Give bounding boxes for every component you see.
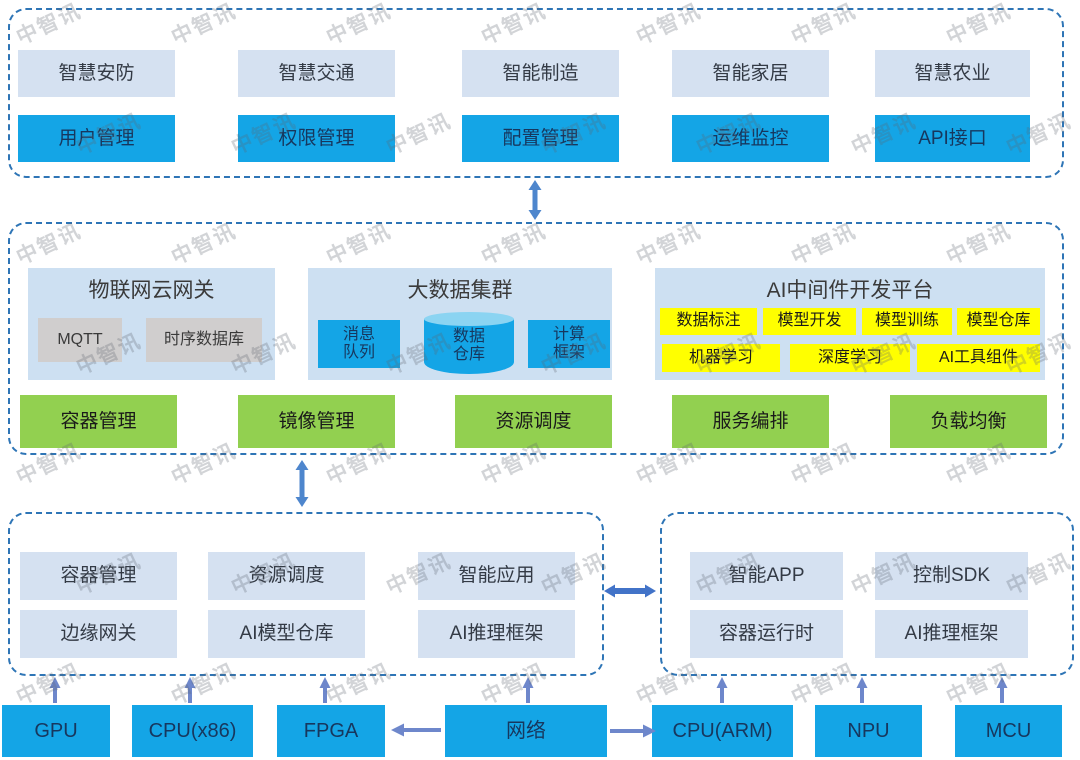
app-service-box: 运维监控: [672, 115, 829, 162]
cylinder-body: [424, 319, 514, 374]
platform-layer-panel: 物联网云网关 MQTT 时序数据库 大数据集群 消息 队列 数据 仓库 计算 框…: [8, 222, 1064, 455]
double-arrow-edge-left-right: [604, 584, 656, 598]
application-layer-panel: 智慧安防 智慧交通 智能制造 智能家居 智慧农业 用户管理 权限管理 配置管理 …: [8, 8, 1064, 178]
compute-framework-box: 计算 框架: [528, 320, 610, 368]
edge-box: 边缘网关: [20, 610, 177, 658]
mqtt-box: MQTT: [38, 318, 122, 362]
bigdata-cluster-group: 大数据集群 消息 队列 数据 仓库 计算 框架: [308, 268, 612, 380]
edge-box: 控制SDK: [875, 552, 1028, 600]
ai-module-box: 模型仓库: [957, 308, 1040, 335]
hardware-box: NPU: [815, 705, 922, 757]
platform-service-box: 服务编排: [672, 395, 829, 448]
app-service-box: 配置管理: [462, 115, 619, 162]
edge-box: 容器管理: [20, 552, 177, 600]
edge-box: AI模型仓库: [208, 610, 365, 658]
hardware-box: GPU: [2, 705, 110, 757]
hardware-box: FPGA: [277, 705, 385, 757]
iot-gateway-title: 物联网云网关: [88, 279, 215, 302]
iot-gateway-group: 物联网云网关 MQTT 时序数据库: [28, 268, 275, 380]
cylinder-top-ellipse: [424, 312, 514, 326]
edge-layer-left-panel: 容器管理 资源调度 智能应用 边缘网关 AI模型仓库 AI推理框架: [8, 512, 604, 676]
platform-service-box: 容器管理: [20, 395, 177, 448]
double-arrow-app-platform: [528, 180, 542, 220]
edge-box: 智能APP: [690, 552, 843, 600]
ai-module-box: AI工具组件: [917, 344, 1040, 372]
bigdata-cluster-title: 大数据集群: [407, 279, 513, 302]
app-service-box: 权限管理: [238, 115, 395, 162]
hardware-box: MCU: [955, 705, 1062, 757]
app-box: 智能制造: [462, 50, 619, 97]
edge-box: AI推理框架: [418, 610, 575, 658]
app-box: 智能家居: [672, 50, 829, 97]
message-queue-box: 消息 队列: [318, 320, 400, 368]
app-box: 智慧安防: [18, 50, 175, 97]
platform-service-box: 镜像管理: [238, 395, 395, 448]
timeseries-db-box: 时序数据库: [146, 318, 262, 362]
edge-box: AI推理框架: [875, 610, 1028, 658]
hardware-box: CPU(ARM): [652, 705, 793, 757]
ai-module-box: 深度学习: [790, 344, 910, 372]
edge-box: 智能应用: [418, 552, 575, 600]
app-service-box: API接口: [875, 115, 1030, 162]
hardware-up-arrows: [49, 677, 1008, 703]
platform-service-box: 资源调度: [455, 395, 612, 448]
app-service-box: 用户管理: [18, 115, 175, 162]
ai-platform-title: AI中间件开发平台: [766, 279, 934, 302]
data-warehouse-cylinder: 数据 仓库: [424, 312, 514, 374]
app-box: 智慧交通: [238, 50, 395, 97]
hardware-box: CPU(x86): [132, 705, 253, 757]
edge-box: 资源调度: [208, 552, 365, 600]
ai-module-box: 模型开发: [763, 308, 856, 335]
ai-module-box: 模型训练: [862, 308, 952, 335]
edge-layer-right-panel: 智能APP 控制SDK 容器运行时 AI推理框架: [660, 512, 1074, 676]
hardware-box: 网络: [445, 705, 607, 757]
edge-box: 容器运行时: [690, 610, 843, 658]
ai-platform-group: AI中间件开发平台 数据标注 模型开发 模型训练 模型仓库 机器学习 深度学习 …: [655, 268, 1045, 380]
ai-module-box: 机器学习: [662, 344, 780, 372]
ai-module-box: 数据标注: [660, 308, 757, 335]
app-box: 智慧农业: [875, 50, 1030, 97]
platform-service-box: 负载均衡: [890, 395, 1047, 448]
double-arrow-platform-edge: [295, 460, 309, 507]
data-warehouse-label: 数据 仓库: [452, 327, 485, 363]
